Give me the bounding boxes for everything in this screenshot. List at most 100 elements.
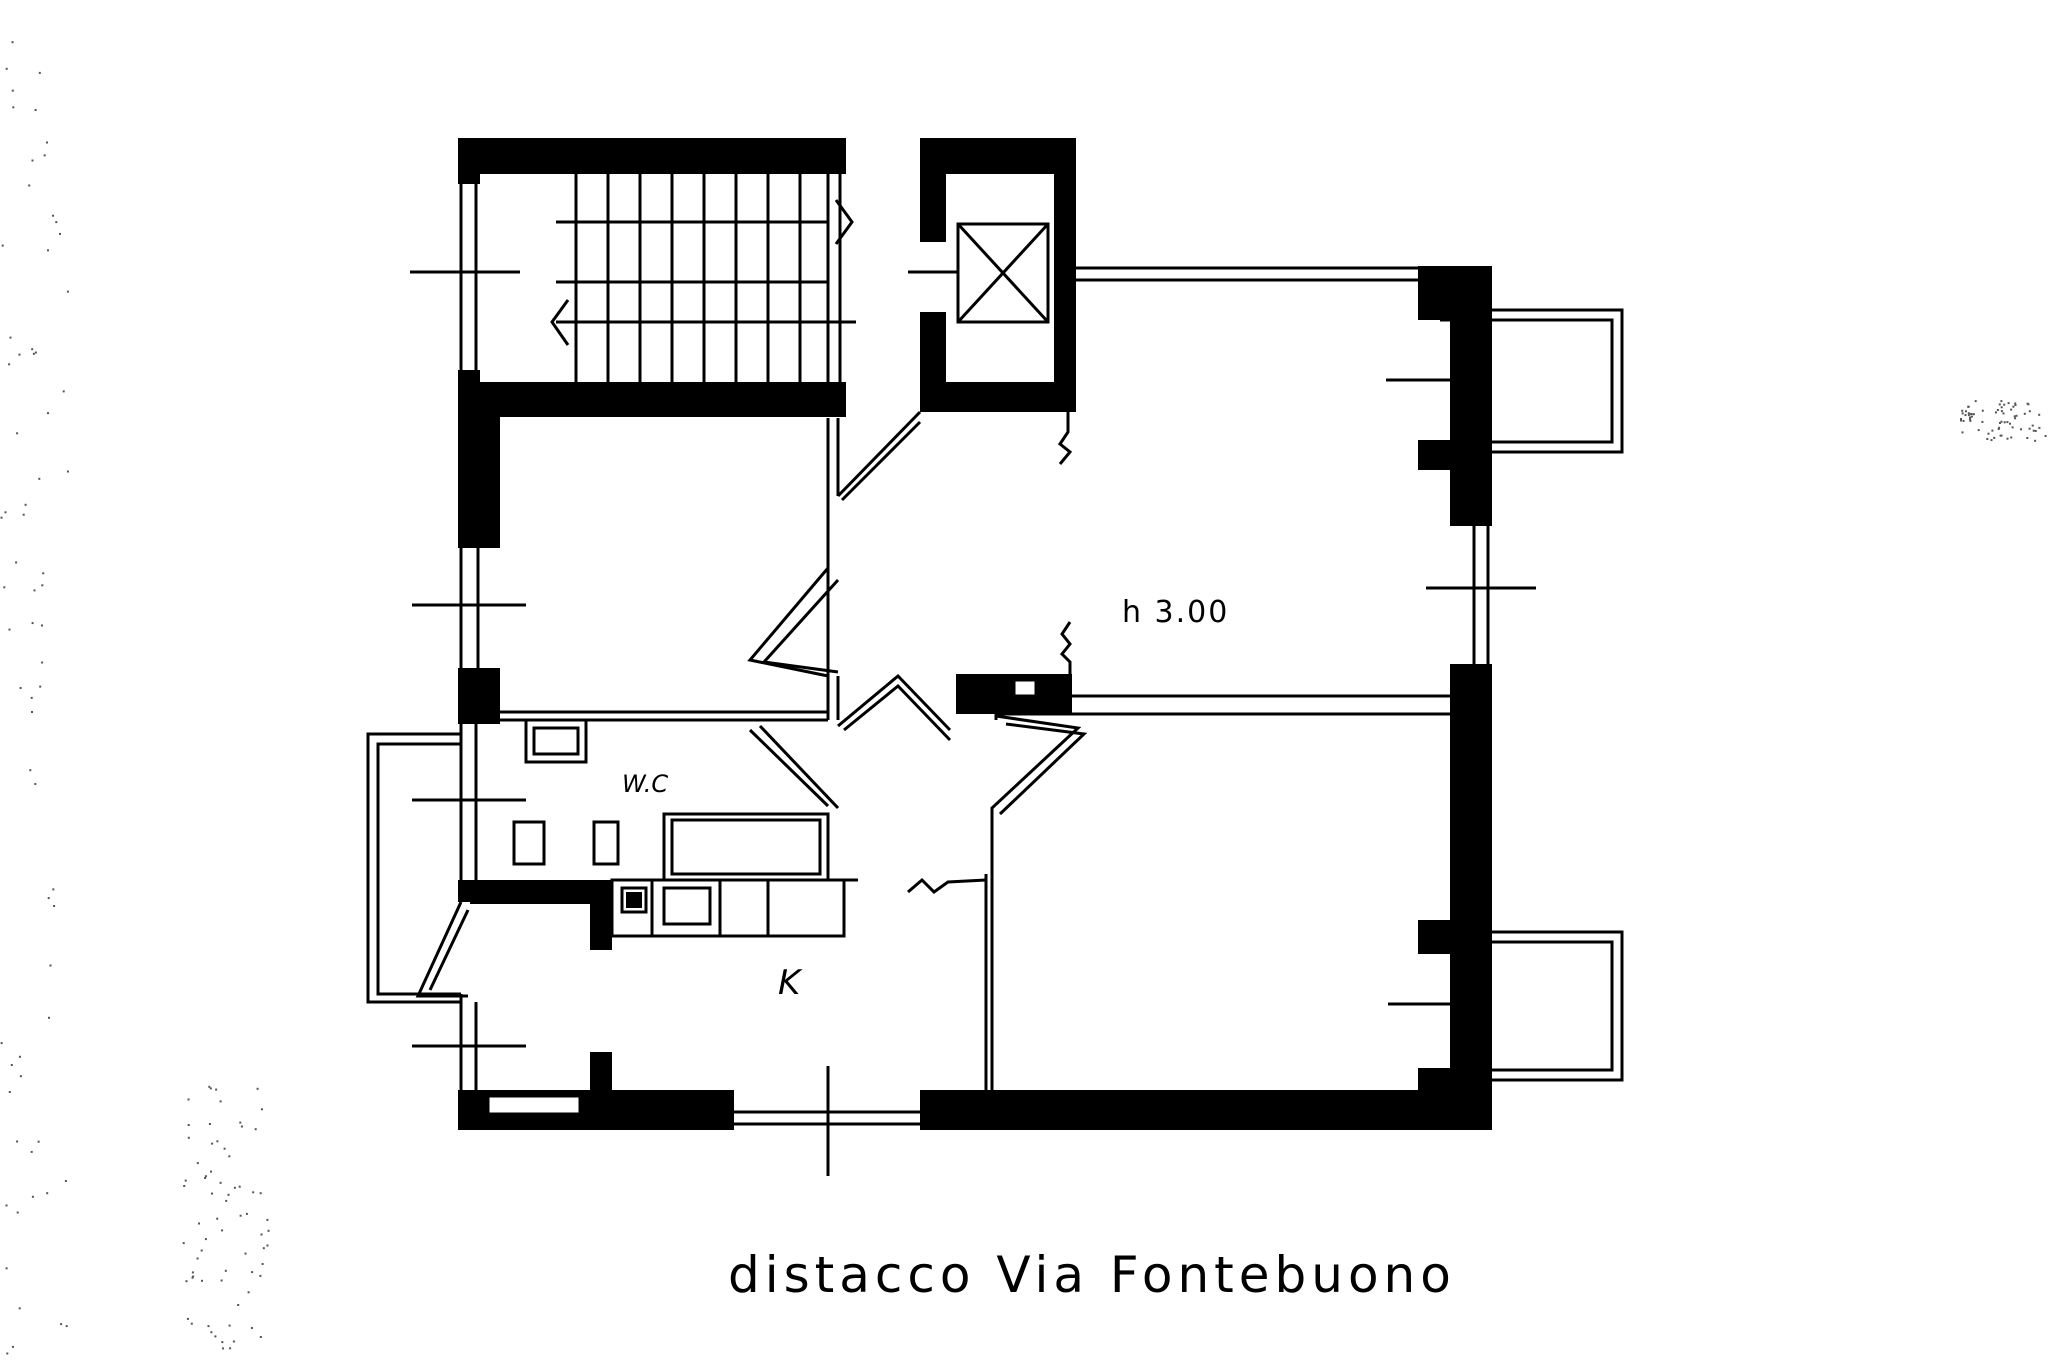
scan-speck — [2034, 430, 2037, 432]
scan-speck — [18, 353, 21, 356]
scan-speck — [53, 905, 56, 907]
scan-speck — [2000, 410, 2003, 413]
scan-speck — [2013, 415, 2016, 418]
scan-speck — [260, 1233, 263, 1236]
scan-speck — [2000, 400, 2003, 403]
scan-speck — [18, 1307, 21, 1310]
scan-speck — [1991, 429, 1994, 432]
stairwell-left-wall-top — [458, 138, 480, 184]
scan-speck — [64, 1180, 67, 1182]
scan-speck — [49, 964, 52, 967]
scan-speck — [55, 221, 58, 224]
scan-speck — [5, 1267, 8, 1270]
scan-speck — [2044, 435, 2047, 437]
scan-speck — [2011, 426, 2014, 429]
scan-noise — [0, 41, 2047, 1355]
scan-speck — [192, 1275, 195, 1278]
scan-speck — [2000, 406, 2003, 409]
scan-speck — [1977, 429, 1980, 432]
scan-speck — [6, 1352, 9, 1355]
scan-speck — [30, 696, 33, 699]
scan-speck — [1962, 419, 1965, 422]
scan-speck — [201, 1279, 203, 1282]
scan-speck — [1981, 420, 1984, 423]
scan-speck — [239, 1121, 242, 1124]
scan-speck — [2015, 414, 2018, 417]
ceiling-height-label: h 3.00 — [1122, 595, 1229, 630]
scan-speck — [2032, 429, 2035, 432]
elevator-cross-icon — [956, 222, 1050, 324]
wc-toilet — [512, 820, 546, 866]
scan-speck — [259, 1274, 262, 1277]
scan-speck — [200, 1249, 203, 1252]
scan-speck — [2012, 405, 2015, 408]
outer-walls — [366, 266, 1536, 1176]
scan-speck — [2014, 402, 2017, 405]
scan-speck — [32, 352, 35, 355]
scan-speck — [34, 783, 37, 785]
scan-speck — [33, 589, 36, 592]
scan-speck — [1965, 410, 1967, 413]
scan-speck — [1981, 409, 1984, 412]
scan-speck — [2000, 434, 2003, 437]
scan-speck — [210, 1170, 212, 1173]
scan-speck — [2034, 439, 2037, 442]
scan-speck — [1969, 418, 1972, 421]
scan-speck — [2010, 408, 2013, 411]
scan-speck — [24, 503, 27, 506]
scan-speck — [259, 1336, 262, 1338]
scan-speck — [1964, 414, 1967, 417]
scan-speck — [221, 1229, 224, 1232]
scan-speck — [59, 232, 61, 235]
scan-speck — [46, 1192, 49, 1195]
scan-speck — [2028, 410, 2031, 413]
scan-speck — [9, 336, 12, 339]
kitchen-label: K — [778, 963, 803, 1003]
left-balcony — [366, 732, 461, 1004]
scan-speck — [214, 1335, 217, 1338]
scan-speck — [182, 1242, 185, 1245]
scan-speck — [1961, 409, 1964, 412]
scan-speck — [2000, 420, 2003, 423]
scan-speck — [1967, 412, 1970, 415]
scan-speck — [187, 1124, 190, 1126]
street-caption: distacco Via Fontebuono — [728, 1246, 1456, 1304]
scan-speck — [225, 1199, 228, 1202]
scan-speck — [261, 1263, 264, 1265]
scan-speck — [1986, 438, 1989, 440]
scan-speck — [1961, 431, 1964, 434]
scan-speck — [204, 1238, 207, 1241]
scan-speck — [208, 1123, 211, 1125]
scan-speck — [38, 477, 41, 480]
scan-speck — [191, 1276, 194, 1279]
scan-speck — [1960, 419, 1962, 422]
elevator-shaft — [908, 138, 1076, 412]
scan-speck — [211, 1192, 213, 1195]
scan-speck — [0, 1042, 3, 1045]
scan-speck — [66, 470, 69, 473]
scan-speck — [31, 622, 34, 625]
scan-speck — [62, 390, 65, 393]
scan-speck — [3, 586, 6, 589]
wc-bidet — [592, 820, 620, 866]
scan-speck — [224, 1269, 227, 1272]
scan-speck — [19, 687, 22, 689]
scan-speck — [210, 1331, 213, 1334]
scan-speck — [207, 1325, 210, 1328]
scan-speck — [8, 363, 11, 366]
scan-speck — [204, 1175, 207, 1178]
scan-speck — [39, 685, 42, 688]
scan-speck — [239, 1214, 242, 1217]
scan-speck — [2006, 437, 2009, 440]
scan-speck — [240, 1125, 243, 1128]
scan-speck — [34, 109, 37, 111]
scan-speck — [37, 1140, 40, 1143]
scan-speck — [1967, 405, 1970, 408]
scan-speck — [1969, 419, 1972, 422]
scan-speck — [187, 1136, 190, 1139]
scan-speck — [31, 348, 34, 351]
scan-speck — [219, 1181, 222, 1184]
kitchen-counter — [610, 878, 846, 938]
scan-speck — [229, 1347, 232, 1350]
scan-speck — [2023, 412, 2026, 415]
